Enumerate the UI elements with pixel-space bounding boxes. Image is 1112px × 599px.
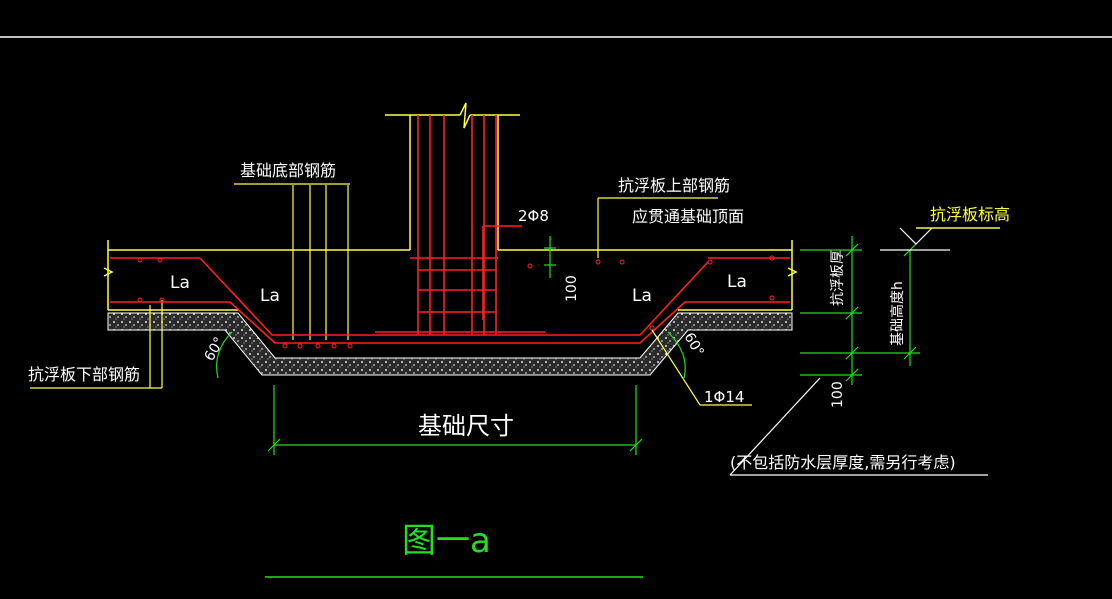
label-top-rebar-note: 应贯通基础顶面	[632, 207, 744, 226]
label-note: (不包括防水层厚度,需另行考虑)	[730, 453, 956, 472]
bottom-rebar-verticals	[149, 185, 599, 388]
label-rebar-1phi14: 1Φ14	[704, 388, 744, 406]
label-la-2: La	[260, 286, 280, 306]
slab-outline	[103, 102, 798, 311]
label-stirrup: 2Φ8	[518, 207, 549, 225]
label-la-4: La	[727, 272, 747, 292]
label-angle-left: 60°	[202, 334, 228, 364]
rebar-red	[110, 115, 790, 344]
label-slab-elevation: 抗浮板标高	[930, 205, 1010, 224]
label-dim-100-bottom: 100	[830, 381, 846, 408]
phi14-leader	[651, 329, 701, 406]
label-top-rebar: 抗浮板上部钢筋	[618, 176, 730, 195]
figure-title: 图一a	[402, 521, 491, 561]
elevation-marker	[880, 227, 1000, 251]
gravel-bed	[107, 312, 793, 376]
label-slab-thickness: 抗浮板厚	[830, 250, 846, 306]
rebar-dots	[137, 255, 775, 349]
dimension-lines	[216, 236, 920, 455]
label-lower-rebar: 抗浮板下部钢筋	[28, 365, 140, 384]
label-dim-100-top: 100	[564, 275, 580, 302]
label-la-3: La	[632, 286, 652, 306]
label-la-1: La	[170, 273, 190, 293]
note-leader	[729, 377, 821, 476]
label-base-height: 基础高度h	[889, 281, 906, 346]
label-bottom-rebar: 基础底部钢筋	[240, 161, 336, 180]
label-base-size: 基础尺寸	[418, 412, 514, 440]
